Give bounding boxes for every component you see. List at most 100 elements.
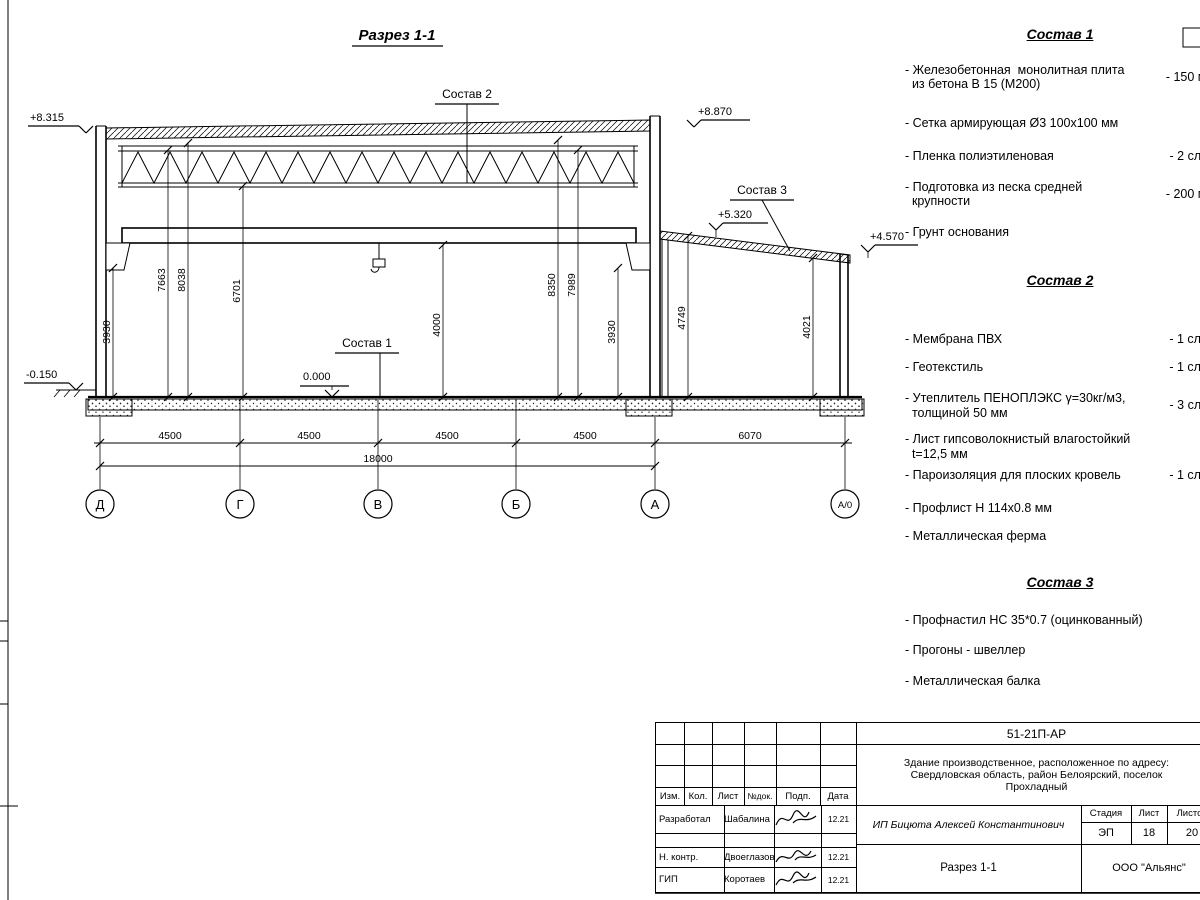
name-cell	[721, 833, 775, 848]
comp-item-text: - Утеплитель ПЕНОПЛЭКС γ=30кг/м3, толщин…	[905, 390, 1126, 420]
title-block: Изм. Кол. Лист №док. Подп. Дата Разработ…	[655, 722, 1200, 893]
comp-item-text: - Металлическая балка	[905, 674, 1041, 689]
dim-label: 4500	[158, 430, 182, 442]
hoist-icon	[372, 258, 386, 268]
elevation-mark: +8.870	[686, 106, 750, 128]
callout-sostav-1: Состав 1	[335, 336, 399, 396]
elevation-label: +8.315	[30, 112, 64, 124]
name-cell: Шабалина	[721, 805, 775, 834]
comp-item-text: - Прогоны - швеллер	[905, 643, 1026, 658]
stage-value: ЭП	[1081, 822, 1132, 845]
callout-label: Состав 2	[442, 87, 492, 101]
dim-label: 4500	[573, 430, 597, 442]
sheet-value: 18	[1131, 822, 1168, 845]
col-header: Изм.	[656, 787, 685, 806]
footing	[85, 398, 133, 417]
elevation-label: +5.320	[718, 209, 752, 221]
axis-label: Г	[236, 497, 243, 512]
elevation-mark: +5.320	[708, 209, 768, 237]
axis-bubbles: Д Г В Б А А/0	[85, 489, 860, 519]
col-header: Дата	[820, 787, 857, 806]
role-cell: ГИП	[656, 867, 725, 892]
axis-label: Б	[512, 497, 521, 512]
callout-label: Состав 3	[737, 183, 787, 197]
comp-item: - Пленка полиэтиленовая - 2 слоя	[905, 149, 1200, 164]
comp-item-text: - Металлическая ферма	[905, 529, 1047, 544]
elevation-mark: 0.000	[300, 371, 349, 398]
horizontal-dimensions: 4500 4500 4500 4500 6070 18000	[94, 400, 852, 489]
col-header: Подп.	[776, 787, 821, 806]
revision-table	[656, 723, 857, 788]
footing	[819, 398, 865, 417]
elevation-mark: +8.315	[28, 112, 94, 134]
elevation-label: 0.000	[303, 371, 331, 383]
dim-label: 4021	[801, 315, 813, 339]
comp-item-value: - 3 слоя	[1169, 398, 1200, 413]
comp-item: - Лист гипсоволокнистый влагостойкий t=1…	[905, 432, 1200, 462]
comp-item: - Утеплитель ПЕНОПЛЭКС γ=30кг/м3, толщин…	[905, 391, 1200, 421]
comp-item: - Подготовка из песка средней крупности-…	[905, 180, 1200, 210]
comp-item-text: - Железобетонная монолитная плита из бет…	[905, 62, 1125, 92]
axis-label: А	[651, 497, 660, 512]
composition-section-1: Состав 1 - Железобетонная монолитная пли…	[905, 26, 1200, 240]
composition-callouts: Состав 2 Состав 3 Состав 1	[335, 87, 794, 396]
dim-label: 7663	[156, 268, 168, 292]
composition-title: Состав 3	[1026, 574, 1094, 591]
comp-item: - Профнастил НС 35*0.7 (оцинкованный)	[905, 613, 1200, 628]
signature	[775, 850, 817, 863]
comp-item: - Мембрана ПВХ- 1 слой	[905, 332, 1200, 347]
elevation-label: -0.150	[26, 369, 57, 381]
comp-item-text: - Грунт основания	[905, 225, 1010, 240]
col-header: Кол.	[684, 787, 713, 806]
elevation-label: +4.570	[870, 231, 904, 243]
comp-item-text: - Мембрана ПВХ	[905, 332, 1003, 347]
role-cell: Разработал	[656, 805, 725, 834]
project-description: Здание производственное, расположенное п…	[856, 744, 1200, 806]
stage-header: Стадия	[1081, 805, 1132, 823]
comp-item-text: - Пленка полиэтиленовая	[905, 148, 1054, 163]
organization: ООО "Альянс"	[1112, 862, 1186, 874]
dim-label: 7989	[566, 273, 578, 297]
comp-item: - Прогоны - швеллер	[905, 643, 1200, 658]
sheets-value: 20	[1167, 822, 1200, 845]
composition-title: Состав 2	[1026, 271, 1094, 288]
project-line: Свердловская область, район Белоярский, …	[910, 768, 1163, 781]
callout-label: Состав 1	[342, 336, 392, 350]
project-line: Прохладный	[1005, 780, 1068, 793]
signature-cell	[771, 833, 822, 848]
dim-label: 4000	[431, 313, 443, 337]
col-header: Лист	[712, 787, 745, 806]
dim-label: 8350	[546, 273, 558, 297]
axis-label: А/0	[838, 500, 852, 511]
elevation-marks: +8.315 +8.870 +5.320 +4.570 0.000	[24, 106, 918, 398]
drawing-title: Разрез 1-1	[352, 27, 443, 47]
comp-item: - Железобетонная монолитная плита из бет…	[905, 63, 1200, 93]
footing	[625, 398, 673, 417]
callout-sostav-2: Состав 2	[435, 87, 499, 183]
date-cell: 12.21	[821, 867, 857, 892]
dim-label: 18000	[363, 453, 392, 465]
crane-beam	[105, 227, 651, 273]
role-cell: Н. контр.	[656, 847, 725, 868]
comp-item-value: - 200 мм	[1165, 186, 1200, 201]
dim-label: 4500	[435, 430, 459, 442]
role-cell	[656, 833, 725, 848]
dim-label: 4749	[676, 306, 688, 330]
signature-cell	[771, 867, 822, 892]
designer-name: ИП Бицюта Алексей Константинович	[856, 805, 1082, 845]
comp-item-text: - Сетка армирующая Ø3 100х100 мм	[905, 116, 1119, 131]
date-cell: 12.21	[821, 847, 857, 868]
floor-ground	[53, 389, 865, 417]
axis-label: В	[374, 497, 383, 512]
composition-section-2: Состав 2 - Мембрана ПВХ- 1 слой - Геотек…	[905, 272, 1200, 544]
section-title: Разрез 1-1	[358, 27, 435, 44]
dim-label: 6701	[231, 279, 243, 303]
signature	[775, 870, 817, 885]
roof-truss	[118, 145, 638, 188]
sheets-header: Листов	[1167, 805, 1200, 823]
comp-item-value: - 2 слоя	[1169, 148, 1200, 163]
drawing-name: Разрез 1-1	[856, 844, 1082, 892]
composition-panel: Состав 1 - Железобетонная монолитная пли…	[905, 26, 1200, 689]
